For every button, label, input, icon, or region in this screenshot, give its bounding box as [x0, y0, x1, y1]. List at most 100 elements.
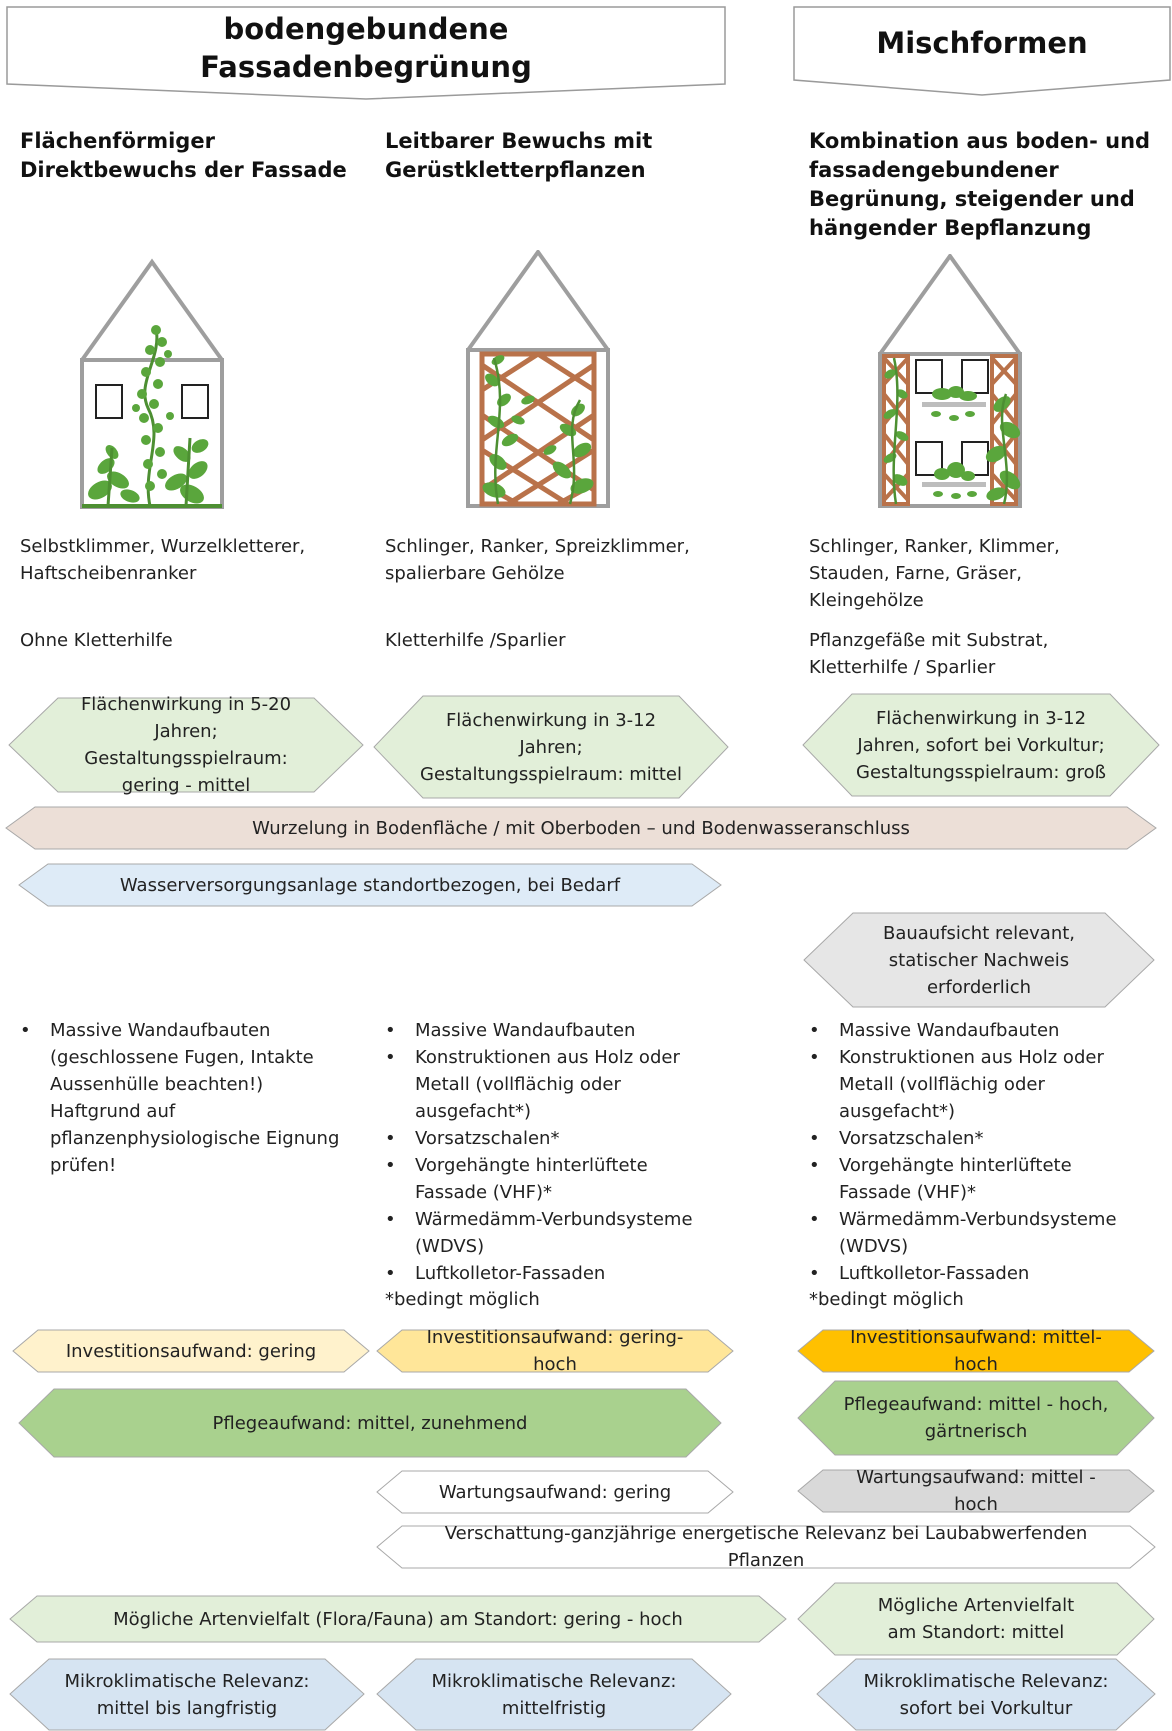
hex-rooting-text: Wurzelung in Bodenfläche / mit Oberboden… [252, 817, 910, 839]
column-title-line: hängender Bepflanzung [809, 216, 1092, 240]
list-item: Konstruktionen aus Holz oder Metall (vol… [809, 1044, 1139, 1125]
hex-investment-trellis: Investitionsaufwand: gering-hoch [376, 1327, 734, 1375]
text-line: mittel bis langfristig [96, 1697, 278, 1719]
hex-investment-direct-text: Investitionsaufwand: gering [65, 1340, 317, 1362]
text-line: Mögliche Artenvielfalt [877, 1595, 1075, 1616]
hex-rooting: Wurzelung in Bodenfläche / mit Oberboden… [5, 806, 1157, 850]
wall-list-direct: Massive Wandaufbauten (geschlossene Fuge… [20, 1017, 350, 1179]
support-text-mixed: Pflanzgefäße mit Substrat, Kletterhilfe … [809, 627, 1048, 681]
text-line: mittelfristig [501, 1697, 607, 1719]
list-item: Wärmedämm-Verbundsysteme (WDVS) [385, 1206, 725, 1260]
hex-effect-trellis-text: Flächenwirkung in 3-12 Jahren; Gestaltun… [373, 695, 729, 799]
text-line: Mikroklimatische Relevanz: [431, 1670, 677, 1692]
text-line: Selbstklimmer, Wurzelkletterer, [20, 536, 306, 557]
hex-biodiversity-shared-text: Mögliche Artenvielfalt (Flora/Fauna) am … [113, 1608, 683, 1630]
list-item: Vorgehängte hinterlüftete Fassade (VHF)* [385, 1152, 725, 1206]
plants-text-direct: Selbstklimmer, Wurzelkletterer, Haftsche… [20, 533, 305, 587]
text-line: Gestaltungsspielraum: groß [856, 761, 1106, 783]
house-direct-greening-illustration [80, 258, 224, 509]
header-title-right: Mischformen [876, 26, 1088, 60]
column-title-line: Gerüstkletterpflanzen [385, 158, 646, 182]
text-line: Ohne Kletterhilfe [20, 630, 173, 651]
hex-care-mixed: Pflegeaufwand: mittel - hoch, gärtnerisc… [797, 1380, 1155, 1456]
header-title-left: bodengebundene Fassadenbegrünung [6, 10, 726, 86]
hex-biodiversity-mixed-text: Mögliche Artenvielfalt am Standort: mitt… [797, 1582, 1155, 1656]
column-title-line: fassadengebundener [809, 158, 1059, 182]
text-line: Flächenwirkung in 5-20 Jahren; [80, 694, 292, 742]
support-text-direct: Ohne Kletterhilfe [20, 627, 173, 654]
hex-care-shared-text: Pflegeaufwand: mittel, zunehmend [212, 1412, 528, 1434]
hex-maintenance-trellis-text: Wartungsaufwand: gering [438, 1481, 672, 1503]
hex-maintenance-trellis: Wartungsaufwand: gering [376, 1470, 734, 1514]
hex-building-authority: Bauaufsicht relevant, statischer Nachwei… [803, 912, 1155, 1008]
text-line: Flächenwirkung in 3-12 [875, 707, 1087, 729]
hex-investment-direct: Investitionsaufwand: gering [12, 1329, 370, 1373]
header-banner-right: Mischformen [793, 6, 1171, 98]
text-line: spalierbare Gehölze [385, 563, 565, 584]
hex-biodiversity-shared: Mögliche Artenvielfalt (Flora/Fauna) am … [9, 1595, 787, 1643]
text-line: Kleingehölze [809, 590, 924, 611]
text-line: Pflanzgefäße mit Substrat, [809, 630, 1049, 651]
plants-text-trellis: Schlinger, Ranker, Spreizklimmer, spalie… [385, 533, 690, 587]
column-title-line: Flächenförmiger [20, 129, 215, 153]
hex-investment-mixed-text: Investitionsaufwand: mittel-hoch [850, 1327, 1102, 1375]
list-item: Massive Wandaufbauten [809, 1017, 1139, 1044]
text-line: Gestaltungsspielraum: mittel [420, 763, 682, 785]
hex-building-authority-text: Bauaufsicht relevant, statischer Nachwei… [803, 912, 1155, 1008]
text-line: Haftscheibenranker [20, 563, 197, 584]
column-title-line: Direktbewuchs der Fassade [20, 158, 347, 182]
text-line: Mikroklimatische Relevanz: [863, 1670, 1109, 1692]
hex-shading-text: Verschattung-ganzjährige energetische Re… [444, 1523, 1088, 1571]
header-title-left-line: bodengebundene [223, 12, 509, 46]
list-item: Konstruktionen aus Holz oder Metall (vol… [385, 1044, 725, 1125]
hex-microclimate-trellis: Mikroklimatische Relevanz: mittelfristig [376, 1658, 732, 1731]
header-banner-left: bodengebundene Fassadenbegrünung [6, 6, 726, 102]
hex-microclimate-mixed: Mikroklimatische Relevanz: sofort bei Vo… [816, 1658, 1156, 1731]
hex-effect-direct: Flächenwirkung in 5-20 Jahren; Gestaltun… [8, 694, 364, 796]
list-item: Vorsatzschalen* [385, 1125, 725, 1152]
text-line: Flächenwirkung in 3-12 Jahren; [445, 709, 657, 758]
plants-text-mixed: Schlinger, Ranker, Klimmer, Stauden, Far… [809, 533, 1060, 614]
column-title-trellis: Leitbarer Bewuchs mit Gerüstkletterpflan… [385, 127, 652, 185]
text-line: gärtnerisch [924, 1421, 1028, 1442]
text-line: Schlinger, Ranker, Klimmer, [809, 536, 1060, 557]
header-title-left-line: Fassadenbegrünung [200, 50, 532, 84]
list-item: Massive Wandaufbauten (geschlossene Fuge… [20, 1017, 350, 1179]
text-line: Kletterhilfe / Sparlier [809, 657, 996, 678]
text-line: statischer Nachweis [888, 949, 1070, 971]
list-item: Luftkolletor-Fassaden [385, 1260, 725, 1287]
list-item: Luftkolletor-Fassaden [809, 1260, 1139, 1287]
hex-investment-mixed: Investitionsaufwand: mittel-hoch [797, 1327, 1155, 1375]
hex-effect-mixed: Flächenwirkung in 3-12 Jahren, sofort be… [802, 693, 1160, 797]
hex-microclimate-mixed-text: Mikroklimatische Relevanz: sofort bei Vo… [816, 1658, 1156, 1731]
list-item: Vorsatzschalen* [809, 1125, 1139, 1152]
wall-list-trellis: Massive Wandaufbauten Konstruktionen aus… [385, 1017, 725, 1287]
note-mixed: *bedingt möglich [809, 1289, 964, 1310]
hex-care-shared: Pflegeaufwand: mittel, zunehmend [18, 1388, 722, 1458]
column-title-line: Leitbarer Bewuchs mit [385, 129, 653, 153]
hex-biodiversity-mixed: Mögliche Artenvielfalt am Standort: mitt… [797, 1582, 1155, 1656]
text-line: Stauden, Farne, Gräser, [809, 563, 1022, 584]
hex-maintenance-mixed: Wartungsaufwand: mittel - hoch [797, 1467, 1155, 1515]
text-line: gering - mittel [121, 775, 251, 796]
house-trellis-greening-illustration [466, 250, 610, 508]
text-line: Jahren, sofort bei Vorkultur; [857, 734, 1105, 756]
hex-water-supply: Wasserversorgungsanlage standortbezogen,… [18, 863, 722, 907]
hex-microclimate-trellis-text: Mikroklimatische Relevanz: mittelfristig [376, 1658, 732, 1731]
hex-shading: Verschattung-ganzjährige energetische Re… [376, 1523, 1156, 1571]
hex-microclimate-direct: Mikroklimatische Relevanz: mittel bis la… [9, 1658, 365, 1731]
support-text-trellis: Kletterhilfe /Sparlier [385, 627, 566, 654]
column-title-mixed: Kombination aus boden- und fassadengebun… [809, 127, 1150, 243]
list-item: Vorgehängte hinterlüftete Fassade (VHF)* [809, 1152, 1139, 1206]
text-line: Kletterhilfe /Sparlier [385, 630, 566, 651]
house-mixed-greening-illustration [878, 254, 1022, 508]
list-item: Massive Wandaufbauten [385, 1017, 725, 1044]
hex-microclimate-direct-text: Mikroklimatische Relevanz: mittel bis la… [9, 1658, 365, 1731]
hex-maintenance-mixed-text: Wartungsaufwand: mittel - hoch [856, 1467, 1096, 1515]
text-line: am Standort: mittel [887, 1622, 1065, 1643]
text-line: Mikroklimatische Relevanz: [64, 1670, 310, 1692]
hex-effect-trellis: Flächenwirkung in 3-12 Jahren; Gestaltun… [373, 695, 729, 799]
hex-care-mixed-text: Pflegeaufwand: mittel - hoch, gärtnerisc… [797, 1380, 1155, 1456]
column-title-line: Begrünung, steigender und [809, 187, 1135, 211]
hex-water-supply-text: Wasserversorgungsanlage standortbezogen,… [119, 874, 621, 896]
